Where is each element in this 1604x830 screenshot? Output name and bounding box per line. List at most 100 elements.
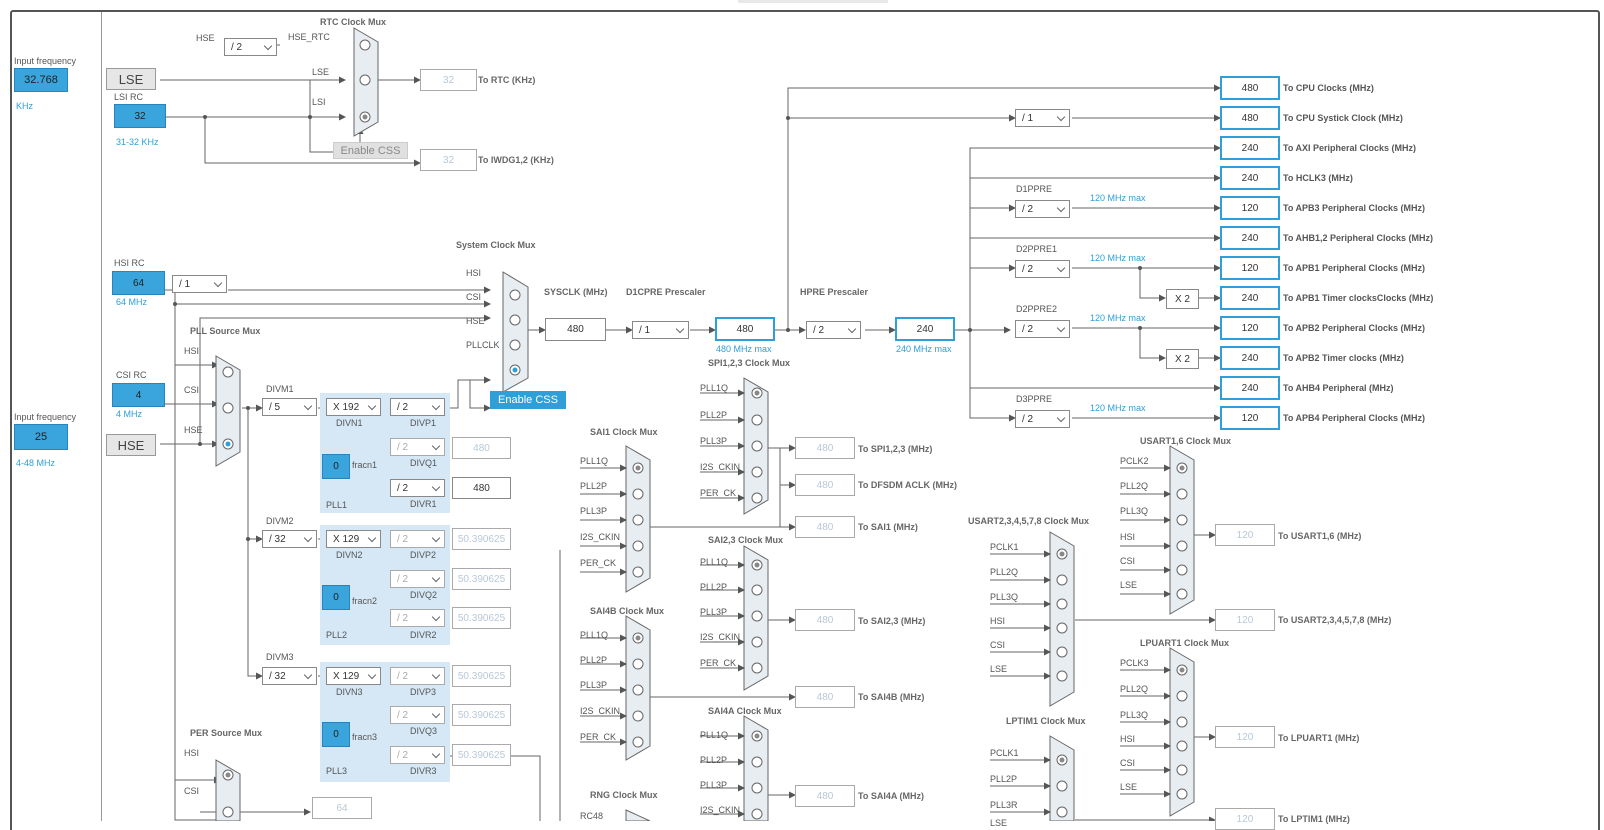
output-value-7[interactable]: 240 xyxy=(1220,286,1280,310)
d2ppre2-max: 120 MHz max xyxy=(1090,313,1146,323)
lse-button[interactable]: LSE xyxy=(106,68,156,90)
output-label-4: To APB3 Peripheral Clocks (MHz) xyxy=(1283,203,1426,213)
diagram-frame xyxy=(10,10,1600,830)
fracn3-input[interactable]: 0 xyxy=(322,722,350,747)
left-bus-line xyxy=(101,12,102,821)
sai23-output: 480 xyxy=(795,609,855,631)
output-value-10[interactable]: 240 xyxy=(1220,376,1280,400)
divr2-output: 50.390625 xyxy=(452,607,511,629)
output-value-5[interactable]: 240 xyxy=(1220,226,1280,250)
output-value-4[interactable]: 120 xyxy=(1220,196,1280,220)
divm3-select[interactable]: / 32 xyxy=(262,667,317,685)
spi-in-perck: PER_CK xyxy=(700,488,737,498)
usart16-in-3: HSI xyxy=(1120,532,1136,542)
output-label-3: To HCLK3 (MHz) xyxy=(1283,173,1353,183)
usart2-in-0: PCLK1 xyxy=(990,542,1019,552)
csi-value: 4 xyxy=(112,383,165,407)
divr2-select[interactable]: / 2 xyxy=(390,609,445,627)
sai23-in-pll2p: PLL2P xyxy=(700,582,728,592)
lptim-in-2: PLL3R xyxy=(990,800,1018,810)
sai23-in-perck: PER_CK xyxy=(700,658,737,668)
rng-mux-title: RNG Clock Mux xyxy=(590,790,658,800)
output-value-8[interactable]: 120 xyxy=(1220,316,1280,340)
divr3-select[interactable]: / 2 xyxy=(390,746,445,764)
d2ppre1-select[interactable]: / 2 xyxy=(1015,260,1070,278)
lpuart-in-1: PLL2Q xyxy=(1120,684,1149,694)
divm1-select[interactable]: / 5 xyxy=(262,398,317,416)
d3ppre-select[interactable]: / 2 xyxy=(1015,410,1070,428)
output-value-0[interactable]: 480 xyxy=(1220,76,1280,100)
d2ppre1-max: 120 MHz max xyxy=(1090,253,1146,263)
lpuart-output: 120 xyxy=(1215,726,1275,748)
ahb-clock-input[interactable]: 240 xyxy=(895,317,955,341)
rtc-hse-label: HSE xyxy=(196,33,215,43)
chevron-down-icon xyxy=(1056,323,1066,333)
hclk-input[interactable]: 480 xyxy=(715,317,775,341)
fracn2-input[interactable]: 0 xyxy=(322,585,350,610)
hsi-value: 64 xyxy=(112,271,165,295)
output-value-1[interactable]: 480 xyxy=(1220,106,1280,130)
rng-mux-shape xyxy=(625,809,651,821)
hse-rtc-divider[interactable]: / 2 xyxy=(224,38,277,56)
d1ppre-select[interactable]: / 2 xyxy=(1015,200,1070,218)
d1cpre-prescaler[interactable]: / 1 xyxy=(632,321,689,339)
rtc-enable-css-button[interactable]: Enable CSS xyxy=(333,142,408,159)
divq1-select[interactable]: / 2 xyxy=(390,438,445,456)
divr3-label: DIVR3 xyxy=(410,766,437,776)
lsi-rc-label: LSI RC xyxy=(114,92,144,102)
output-label-2: To AXI Peripheral Clocks (MHz) xyxy=(1283,143,1417,153)
chevron-down-icon xyxy=(431,709,441,719)
divn3-select[interactable]: X 129 xyxy=(326,667,381,685)
hse-rtc-label: HSE_RTC xyxy=(288,32,330,42)
divp2-output: 50.390625 xyxy=(452,528,511,550)
lpuart-output-label: To LPUART1 (MHz) xyxy=(1278,733,1360,743)
sai23-in-pll3p: PLL3P xyxy=(700,607,728,617)
usart2-mux-shape xyxy=(1049,531,1075,707)
chevron-down-icon xyxy=(431,749,441,759)
lse-frequency-input[interactable]: 32.768 xyxy=(14,68,68,92)
divr3-output: 50.390625 xyxy=(452,744,511,766)
usart2-in-5: LSE xyxy=(990,664,1008,674)
output-value-3[interactable]: 240 xyxy=(1220,166,1280,190)
divp1-select[interactable]: / 2 xyxy=(390,398,445,416)
iwdg-output-label: To IWDG1,2 (KHz) xyxy=(478,155,554,165)
systick-divider[interactable]: / 1 xyxy=(1015,109,1070,127)
divq1-label: DIVQ1 xyxy=(410,458,438,468)
divq2-select[interactable]: / 2 xyxy=(390,570,445,588)
divm2-select[interactable]: / 32 xyxy=(262,530,317,548)
output-value-11[interactable]: 120 xyxy=(1220,406,1280,430)
fracn1-input[interactable]: 0 xyxy=(322,454,350,479)
divp3-select[interactable]: / 2 xyxy=(390,667,445,685)
usart2-output: 120 xyxy=(1215,609,1275,631)
persrc-hsi: HSI xyxy=(184,748,200,758)
chevron-down-icon xyxy=(431,612,441,622)
rtc-mux-title: RTC Clock Mux xyxy=(320,17,387,27)
sai4b-in-pll2p: PLL2P xyxy=(580,655,608,665)
divq3-select[interactable]: / 2 xyxy=(390,706,445,724)
d2ppre2-select[interactable]: / 2 xyxy=(1015,320,1070,338)
lptim-output: 120 xyxy=(1215,808,1275,830)
persrc-csi: CSI xyxy=(184,786,200,796)
hsi-divider[interactable]: / 1 xyxy=(172,275,227,293)
hse-button[interactable]: HSE xyxy=(106,434,156,456)
divq3-output: 50.390625 xyxy=(452,704,511,726)
sai4b-in-perck: PER_CK xyxy=(580,732,617,742)
dfsdm-output-label: To DFSDM ACLK (MHz) xyxy=(858,480,957,490)
system-enable-css-button[interactable]: Enable CSS xyxy=(490,391,566,409)
output-value-9[interactable]: 240 xyxy=(1220,346,1280,370)
output-label-6: To APB1 Peripheral Clocks (MHz) xyxy=(1283,263,1426,273)
divp2-label: DIVP2 xyxy=(410,550,437,560)
divr1-select[interactable]: / 2 xyxy=(390,479,445,497)
sai1-output: 480 xyxy=(795,516,855,538)
hse-frequency-input[interactable]: 25 xyxy=(14,424,68,450)
divp2-select[interactable]: / 2 xyxy=(390,530,445,548)
output-value-2[interactable]: 240 xyxy=(1220,136,1280,160)
lptim-mux-title: LPTIM1 Clock Mux xyxy=(1006,716,1086,726)
lse-unit: KHz xyxy=(16,101,34,111)
pll3-label: PLL3 xyxy=(326,766,348,776)
divn1-select[interactable]: X 192 xyxy=(326,398,381,416)
divn2-select[interactable]: X 129 xyxy=(326,530,381,548)
hpre-prescaler[interactable]: / 2 xyxy=(806,321,861,339)
output-value-6[interactable]: 120 xyxy=(1220,256,1280,280)
